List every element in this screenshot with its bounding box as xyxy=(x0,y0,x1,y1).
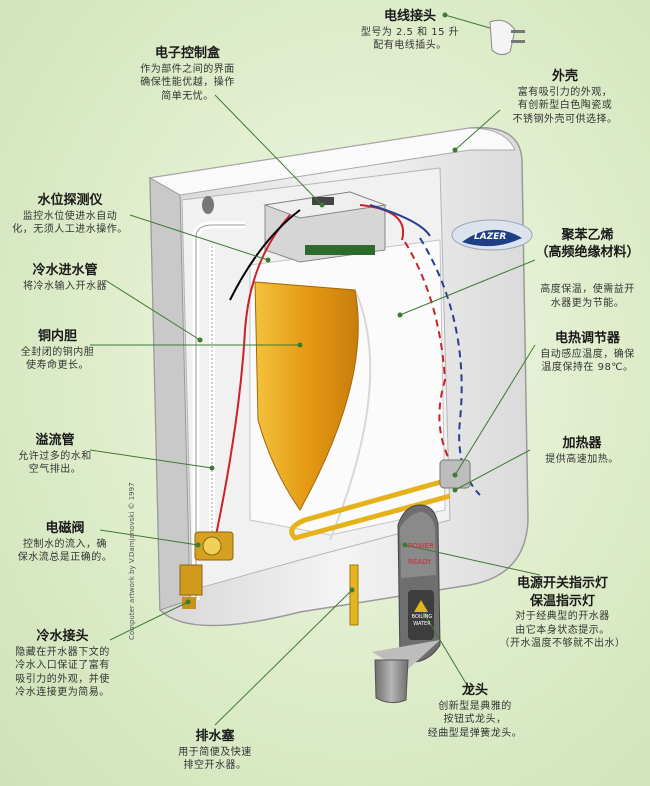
label-polystyrene: 聚苯乙烯 （高频绝缘材料） 高度保温，使需益开 水器更为节能。 xyxy=(530,205,645,332)
label-cold-water-connector-title: 冷水接头 xyxy=(36,629,89,644)
brand-logo-text: LAZER xyxy=(474,232,507,242)
label-copper-tank-title: 铜内胆 xyxy=(37,329,77,344)
label-power-plug-desc: 型号为 2.5 和 15 升 配有电线插头。 xyxy=(360,26,460,52)
label-overflow-pipe-title: 溢流管 xyxy=(35,433,75,448)
leader-dots xyxy=(185,12,458,618)
label-shell-desc: 富有吸引力的外观， 有创新型白色陶瓷或 不锈钢外壳可供选择。 xyxy=(512,86,618,125)
leader-lines xyxy=(89,14,541,726)
label-shell-title: 外壳 xyxy=(551,69,578,84)
artwork-credit: Computer artwork by V.Damjanovski © 1997 xyxy=(128,482,136,640)
label-polystyrene-title: 聚苯乙烯 （高频绝缘材料） xyxy=(535,227,640,261)
label-polystyrene-desc: 高度保温，使需益开 水器更为节能。 xyxy=(540,284,635,309)
heater-element xyxy=(289,475,456,541)
label-tap-title: 龙头 xyxy=(461,683,488,698)
ready-indicator-label: READY xyxy=(408,558,432,566)
label-indicator-lights-desc: 对于经典型的开水器 由它本身状态提示。 （开水温度不够就不出水） xyxy=(499,611,626,650)
label-indicator-lights-title: 电源开关指示灯 保温指示灯 xyxy=(516,576,608,609)
front-tap-housing xyxy=(372,504,441,704)
label-indicator-lights: 电源开关指示灯 保温指示灯 对于经典型的开水器 由它本身状态提示。 （开水温度不… xyxy=(480,575,645,651)
label-drain-plug: 排水塞 用于简便及快速 排空开水器。 xyxy=(155,728,275,773)
copper-tank xyxy=(254,281,359,511)
label-thermostat: 电热调节器 自动感应温度，确保 温度保持在 98℃。 xyxy=(530,330,645,375)
electronic-control-box xyxy=(263,191,387,263)
label-heater: 加热器 提供高速加热。 xyxy=(532,435,632,466)
label-copper-tank-desc: 全封闭的铜内胆 使寿命更长。 xyxy=(20,346,95,372)
wires xyxy=(214,204,481,541)
label-solenoid-valve: 电磁阀 控制水的流入，确 保水流总是正确的。 xyxy=(10,520,120,565)
label-control-box-title: 电子控制盒 xyxy=(154,46,220,61)
label-water-level-sensor: 水位探测仪 监控水位使进水自动 化，无须人工进水操作。 xyxy=(5,192,135,237)
pipes xyxy=(192,221,245,600)
label-power-plug: 电线接头 型号为 2.5 和 15 升 配有电线插头。 xyxy=(355,8,465,53)
boiling-water-button-label: BOILING WATER xyxy=(411,614,433,627)
label-drain-plug-title: 排水塞 xyxy=(195,729,235,744)
label-cold-inlet-pipe-title: 冷水进水管 xyxy=(32,263,98,278)
label-shell: 外壳 富有吸引力的外观， 有创新型白色陶瓷或 不锈钢外壳可供选择。 xyxy=(490,68,640,126)
label-overflow-pipe-desc: 允许过多的水和 空气排出。 xyxy=(18,450,92,476)
label-power-plug-title: 电线接头 xyxy=(383,9,436,24)
power-plug-icon xyxy=(489,19,525,56)
label-heater-desc: 提供高速加热。 xyxy=(545,453,619,465)
label-heater-title: 加热器 xyxy=(562,436,602,451)
label-solenoid-valve-title: 电磁阀 xyxy=(45,521,85,536)
label-tap: 龙头 创新型是典雅的 按钮式龙头， 经曲型是弹簧龙头。 xyxy=(415,682,535,740)
label-water-level-sensor-desc: 监控水位使进水自动 化，无须人工进水操作。 xyxy=(12,210,128,236)
mount-hole-icon xyxy=(202,196,214,214)
brand-logo xyxy=(451,219,533,251)
label-cold-water-connector-desc: 隐藏在开水器下文的 冷水入口保证了富有 吸引力的外观，并使 冷水连接更为简易。 xyxy=(15,646,110,699)
label-control-box-desc: 作为部件之间的界面 确保性能优越，操作 简单无忧。 xyxy=(140,63,235,102)
label-cold-inlet-pipe-desc: 将冷水输入开水器 xyxy=(23,280,107,292)
power-indicator-label: POWER xyxy=(408,542,434,550)
drain-plug xyxy=(349,564,359,626)
label-copper-tank: 铜内胆 全封闭的铜内胆 使寿命更长。 xyxy=(10,328,105,373)
label-solenoid-valve-desc: 控制水的流入，确 保水流总是正确的。 xyxy=(17,538,113,564)
label-thermostat-desc: 自动感应温度，确保 温度保持在 98℃。 xyxy=(540,348,635,374)
label-control-box: 电子控制盒 作为部件之间的界面 确保性能优越，操作 简单无忧。 xyxy=(125,45,250,103)
solenoid-valve-unit xyxy=(179,531,234,609)
label-cold-inlet-pipe: 冷水进水管 将冷水输入开水器 xyxy=(10,262,120,293)
label-overflow-pipe: 溢流管 允许过多的水和 空气排出。 xyxy=(10,432,100,477)
label-thermostat-title: 电热调节器 xyxy=(554,331,620,346)
label-cold-water-connector: 冷水接头 隐藏在开水器下文的 冷水入口保证了富有 吸引力的外观，并使 冷水连接更… xyxy=(5,628,120,700)
label-water-level-sensor-title: 水位探测仪 xyxy=(37,193,103,208)
label-drain-plug-desc: 用于简便及快速 排空开水器。 xyxy=(178,746,252,772)
label-tap-desc: 创新型是典雅的 按钮式龙头， 经曲型是弹簧龙头。 xyxy=(427,700,523,739)
